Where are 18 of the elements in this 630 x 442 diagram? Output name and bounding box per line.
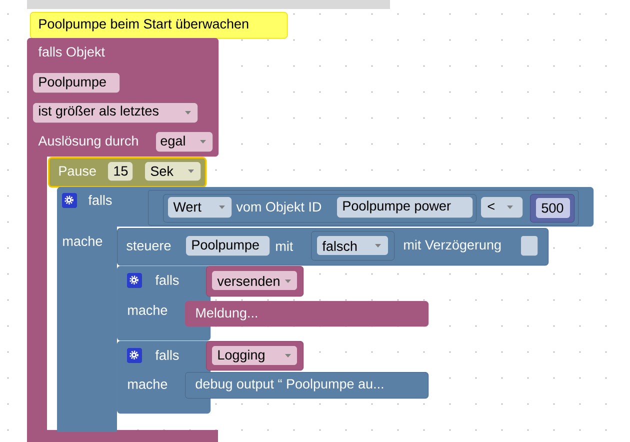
field-pill: Poolpumpe	[186, 236, 270, 256]
dropdown-field: ist größer als letztes	[33, 103, 198, 123]
number-block: 500	[530, 194, 575, 223]
field-pill: Poolpumpe	[33, 73, 120, 93]
dropdown-block: Logging	[206, 341, 304, 371]
message-block: Meldung...	[185, 301, 429, 327]
dropdown-field: egal	[156, 132, 213, 152]
print-block: debug output “ Poolpumpe au...	[185, 372, 429, 399]
dropdown-field: Sek	[145, 162, 201, 181]
dropdown-field: Wert	[168, 197, 232, 218]
node-label: mache	[63, 236, 102, 246]
field-pill: Poolpumpe power	[337, 197, 473, 218]
dropdown-block: versenden	[206, 266, 304, 297]
logic-block: falsch	[311, 231, 395, 261]
checkbox	[521, 236, 538, 256]
comment-box: Poolpumpe beim Start überwachen	[30, 12, 288, 39]
number-field: 15	[108, 162, 133, 181]
dropdown-field: <	[481, 197, 523, 218]
